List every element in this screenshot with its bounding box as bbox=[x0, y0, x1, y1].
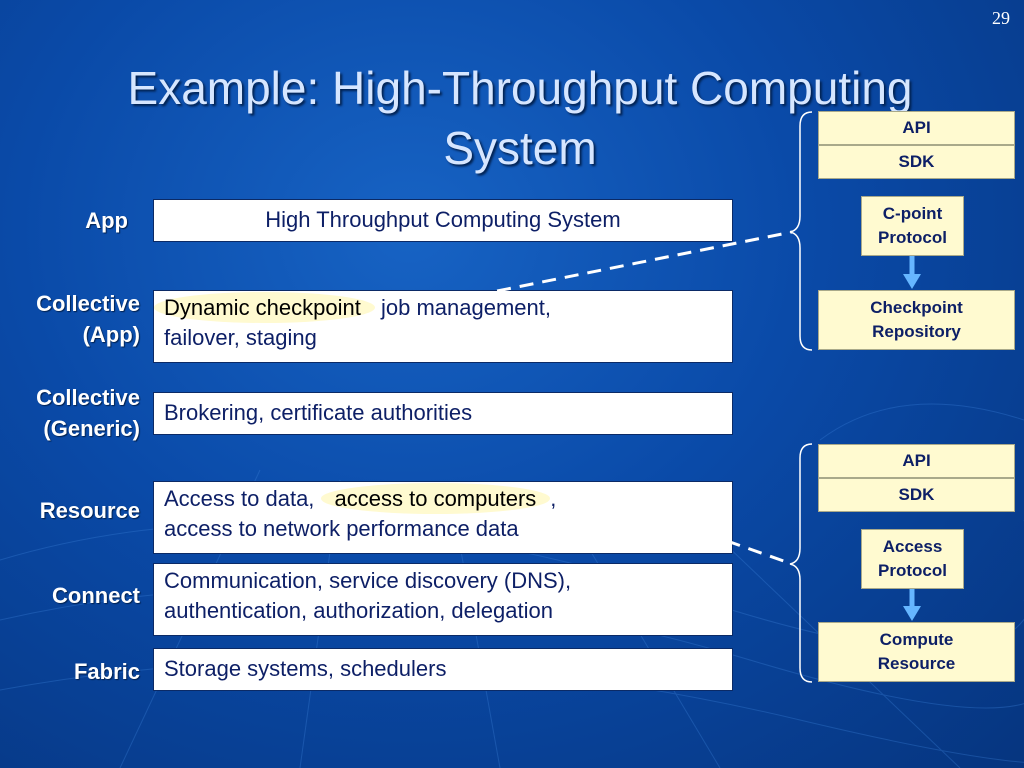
layer-box-collective-generic-text: Brokering, certificate authorities bbox=[164, 400, 473, 425]
layer-label-fabric: Fabric bbox=[73, 659, 140, 684]
top-sdk-label: SDK bbox=[898, 152, 935, 171]
layer-label-collective-app: Collective (App) bbox=[36, 291, 140, 347]
layer-box-resource-line1: Access to data, access to computers, bbox=[164, 483, 722, 514]
top-target-label: Checkpoint Repository bbox=[870, 298, 963, 341]
layer-box-resource-line2: access to network performance data bbox=[164, 516, 519, 541]
bottom-sdk-box: SDK bbox=[818, 478, 1015, 512]
layer-box-collective-app-line1: Dynamic checkpoint job management, bbox=[154, 292, 722, 323]
top-protocol-label: C-point Protocol bbox=[878, 204, 947, 247]
slide-title: Example: High-Throughput Computing Syste… bbox=[127, 62, 913, 174]
layer-box-app-text: High Throughput Computing System bbox=[265, 207, 621, 232]
layer-box-connect-line1: Communication, service discovery (DNS), bbox=[164, 568, 572, 593]
layer-label-app: App bbox=[85, 208, 128, 233]
layer-box-connect: Communication, service discovery (DNS), … bbox=[153, 563, 733, 636]
top-api-label: API bbox=[902, 118, 931, 137]
bottom-target-box: Compute Resource bbox=[818, 622, 1015, 682]
layer-box-collective-app-line2: failover, staging bbox=[164, 325, 317, 350]
layer-box-connect-line2: authentication, authorization, delegatio… bbox=[164, 598, 553, 623]
layer-box-fabric: Storage systems, schedulers bbox=[153, 648, 733, 691]
layer-box-collective-generic: Brokering, certificate authorities bbox=[153, 392, 733, 435]
layer-box-resource: Access to data, access to computers, acc… bbox=[153, 481, 733, 554]
layer-label-resource: Resource bbox=[39, 498, 140, 523]
layer-box-collective-app: Dynamic checkpoint job management, failo… bbox=[153, 290, 733, 363]
collective-app-rest: job management, bbox=[374, 295, 551, 320]
highlight-access-to-computers: access to computers bbox=[320, 483, 551, 514]
top-target-box: Checkpoint Repository bbox=[818, 290, 1015, 350]
slide-number: 29 bbox=[992, 8, 1010, 28]
layer-label-collective-generic: Collective (Generic) bbox=[36, 385, 140, 441]
layer-box-app: High Throughput Computing System bbox=[153, 199, 733, 242]
layer-box-fabric-text: Storage systems, schedulers bbox=[164, 656, 447, 681]
resource-prefix: Access to data, bbox=[164, 486, 321, 511]
top-protocol-box: C-point Protocol bbox=[861, 196, 964, 256]
layer-label-connect: Connect bbox=[52, 583, 140, 608]
top-sdk-box: SDK bbox=[818, 145, 1015, 179]
resource-rest: , bbox=[550, 486, 557, 511]
bottom-target-label: Compute Resource bbox=[877, 630, 956, 673]
bottom-api-box: API bbox=[818, 444, 1015, 478]
bottom-protocol-box: Access Protocol bbox=[861, 529, 964, 589]
highlight-dynamic-checkpoint: Dynamic checkpoint bbox=[154, 292, 375, 323]
bottom-api-label: API bbox=[902, 451, 931, 470]
bottom-sdk-label: SDK bbox=[898, 485, 935, 504]
top-api-box: API bbox=[818, 111, 1015, 145]
bottom-protocol-label: Access Protocol bbox=[878, 537, 947, 580]
